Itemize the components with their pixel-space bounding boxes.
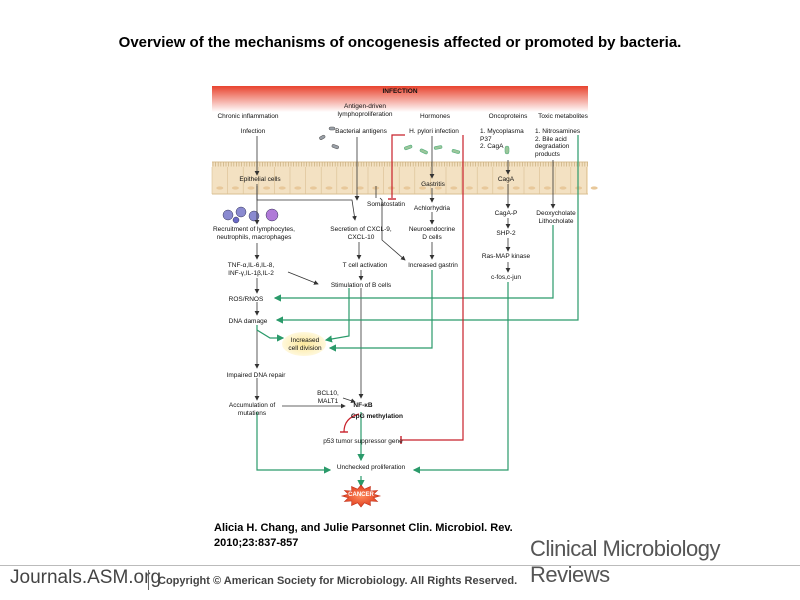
label-secretion: Secretion of CXCL-9, CXCL-10 [330,226,392,241]
arrow-bcells-division [324,288,350,343]
cell-nucleus [450,186,458,190]
label-banner: INFECTION [382,88,418,95]
hpylori-icons [404,144,510,155]
journal-name: Clinical Microbiology Reviews [530,536,721,587]
cell-nucleus [419,186,427,190]
label-unchecked: Unchecked proliferation [336,464,406,471]
cell-nucleus [231,186,239,190]
label-mycoplasma: 1. Mycoplasma P37 2. CagA [480,128,524,150]
label-cpg: CpG methylation [350,413,403,420]
arrow-dna-division-a [256,325,285,342]
footer-separator [148,570,149,590]
arrow-bcl10-nfkb [342,397,356,404]
label-tcell: T cell activation [342,262,388,269]
label-dna-damage: DNA damage [228,318,268,325]
label-neuroendocrine: Neuroendocrine D cells [408,226,456,241]
label-nfkb: NF-κB [353,402,373,409]
label-shp2: SHP-2 [496,230,516,237]
label-hormones: Hormones [420,113,450,120]
inhibit-mycoplasma-p53 [402,135,464,441]
label-bacterial-antigens: Bacterial antigens [335,128,387,135]
cell-nucleus [263,186,271,190]
arrow-antigen-gastrin [375,186,405,260]
copyright-notice: Copyright © American Society for Microbi… [158,575,518,587]
arrow-tnf-bcells [287,271,319,285]
cancer-burst [340,484,382,508]
label-achlorhydria: Achlorhydria [413,205,451,212]
cell-nucleus [528,186,536,190]
citation: Alicia H. Chang, and Julie Parsonnet Cli… [214,522,513,549]
label-p53: p53 tumor suppressor gene [323,438,403,445]
footer-divider [0,565,800,566]
cell-nucleus [512,186,520,190]
cell-nucleus [309,186,317,190]
immune-cell-icons [222,206,279,224]
label-ros: ROS/RNOS [228,296,264,303]
label-bcl10: BCL10, MALT1 [317,390,339,405]
cell-nucleus [216,186,224,190]
cell-nucleus [434,186,442,190]
journals-asm-link[interactable]: Journals.ASM.org [10,567,162,588]
label-increased-division: Increased cell division [288,337,322,352]
cell-nucleus [403,186,411,190]
label-recruitment: Recruitment of lymphocytes, neutrophils,… [212,226,295,241]
label-toxic: Toxic metabolites [538,113,588,120]
cell-nucleus [559,186,567,190]
arrow-gastrin-division [328,270,433,352]
arrow-toxic-dna [275,135,579,324]
page-title: Overview of the mechanisms of oncogenesi… [118,34,682,51]
bacteria-icons [319,126,339,150]
cell-nucleus [356,186,364,190]
cell-nucleus [497,186,505,190]
oncogenesis-diagram [211,86,598,508]
cell-nucleus [543,186,551,190]
label-ras: Ras-MAP kinase [481,253,531,260]
epithelial-layer [211,161,598,195]
label-tnf: TNF-α,IL-6,IL-8, INF-γ,IL-1β,IL-2 [227,262,275,277]
infection-banner [212,86,588,112]
label-increased-gastrin: Increased gastrin [408,262,458,269]
cell-nucleus [465,186,473,190]
cell-nucleus [294,186,302,190]
inhibit-cpg-p53 [343,413,360,433]
label-cagA: CagA [497,176,515,183]
cell-nucleus [247,186,255,190]
cell-nucleus [341,186,349,190]
arrow-accumulation-unchecked [256,412,332,474]
label-nitrosamines: 1. Nitrosamines 2. Bile acid degradation… [535,128,581,158]
label-cancer: CANCER [348,492,374,498]
inhibit-hpylori-somatostatin [391,134,405,198]
label-infection: Infection [240,128,266,135]
label-epithelial: Epithelial cells [239,176,281,183]
cell-nucleus [278,186,286,190]
label-hpylori: H. pylori infection [409,128,459,135]
arrow-deoxy-ros [273,225,554,302]
arrow-cfos-unchecked [412,282,509,474]
cell-nucleus [481,186,489,190]
cell-nucleus [590,186,598,190]
label-gastritis: Gastritis [421,181,445,188]
label-cfos: c-fos,c-jun [491,274,521,281]
label-cagA-p: CagA-P [494,210,518,217]
label-antigen: Antigen-driven lymphoproliferation [337,103,393,118]
label-somatostatin: Somatostatin [367,201,405,208]
cell-nucleus [325,186,333,190]
label-bcells: Stimulation of B cells [330,282,392,289]
increased-division-highlight [282,332,326,356]
label-chronic: Chronic inflammation [217,113,279,120]
label-impaired-repair: Impaired DNA repair [226,372,286,379]
label-accumulation: Accumulation of mutations [228,402,276,417]
label-oncoproteins: Oncoproteins [488,113,528,120]
label-deoxycholate: Deoxycholate Lithocholate [536,210,576,225]
